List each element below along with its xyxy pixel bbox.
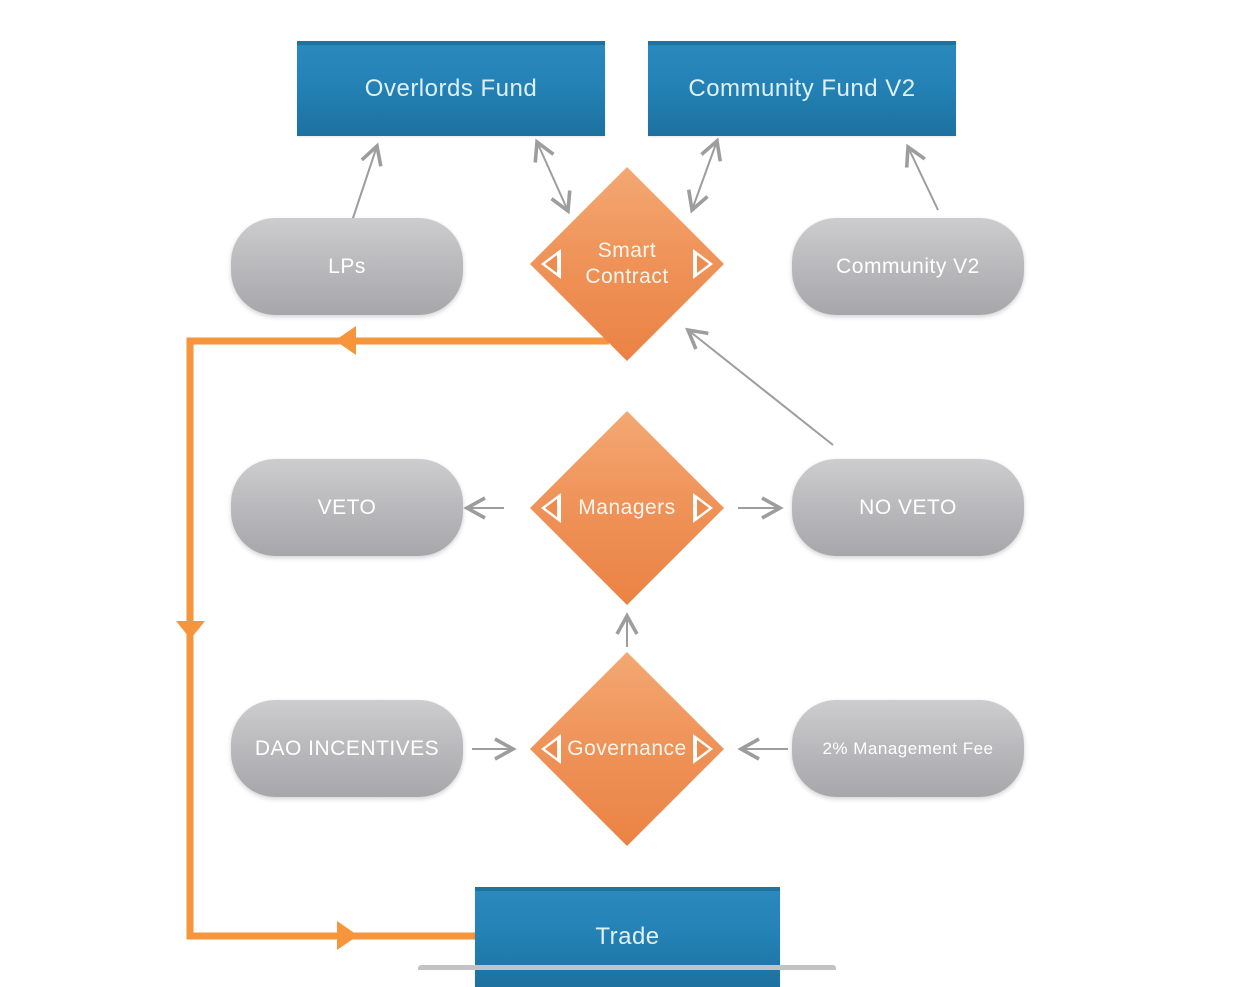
node-dao-incentives-label: DAO INCENTIVES — [254, 736, 440, 760]
node-community-fund-v2-label: Community Fund V2 — [688, 74, 916, 102]
node-overlords-fund-label: Overlords Fund — [364, 74, 538, 102]
node-governance-label: Governance — [567, 736, 687, 760]
edge-no-veto-to-smart-contract — [685, 327, 834, 446]
node-trade: Trade — [475, 887, 780, 987]
node-lps-label: LPs — [328, 254, 366, 278]
edge-community-v2-to-community-fund — [904, 143, 939, 211]
node-management-fee-label: 2% Management Fee — [822, 738, 994, 758]
node-managers: Managers — [530, 411, 724, 605]
node-overlords-fund: Overlords Fund — [297, 41, 605, 136]
node-community-v2-label: Community V2 — [836, 254, 980, 278]
node-management-fee: 2% Management Fee — [792, 700, 1024, 797]
orange-arrowhead-down-icon — [176, 621, 205, 639]
node-veto: VETO — [231, 459, 463, 556]
orange-arrowhead-right-icon — [337, 921, 358, 950]
node-managers-label: Managers — [578, 495, 676, 519]
node-smart-contract: Smart Contract — [530, 167, 724, 361]
node-community-fund-v2: Community Fund V2 — [648, 41, 956, 136]
node-smart-contract-label: Smart Contract — [585, 238, 669, 288]
node-governance: Governance — [530, 652, 724, 846]
node-no-veto-label: NO VETO — [859, 495, 957, 519]
node-trade-label: Trade — [595, 923, 660, 950]
edge-smart-contract-overlords-fund-double — [533, 138, 572, 215]
node-no-veto: NO VETO — [792, 459, 1024, 556]
node-dao-incentives: DAO INCENTIVES — [231, 700, 463, 797]
edge-smart-contract-community-fund-double — [686, 137, 723, 214]
orange-arrowhead-left-icon — [335, 326, 356, 355]
edge-smart-contract-to-trade — [176, 326, 609, 950]
node-veto-label: VETO — [317, 495, 377, 519]
node-community-v2: Community V2 — [792, 218, 1024, 315]
node-lps: LPs — [231, 218, 463, 315]
clipped-bottom-shape — [418, 965, 836, 970]
